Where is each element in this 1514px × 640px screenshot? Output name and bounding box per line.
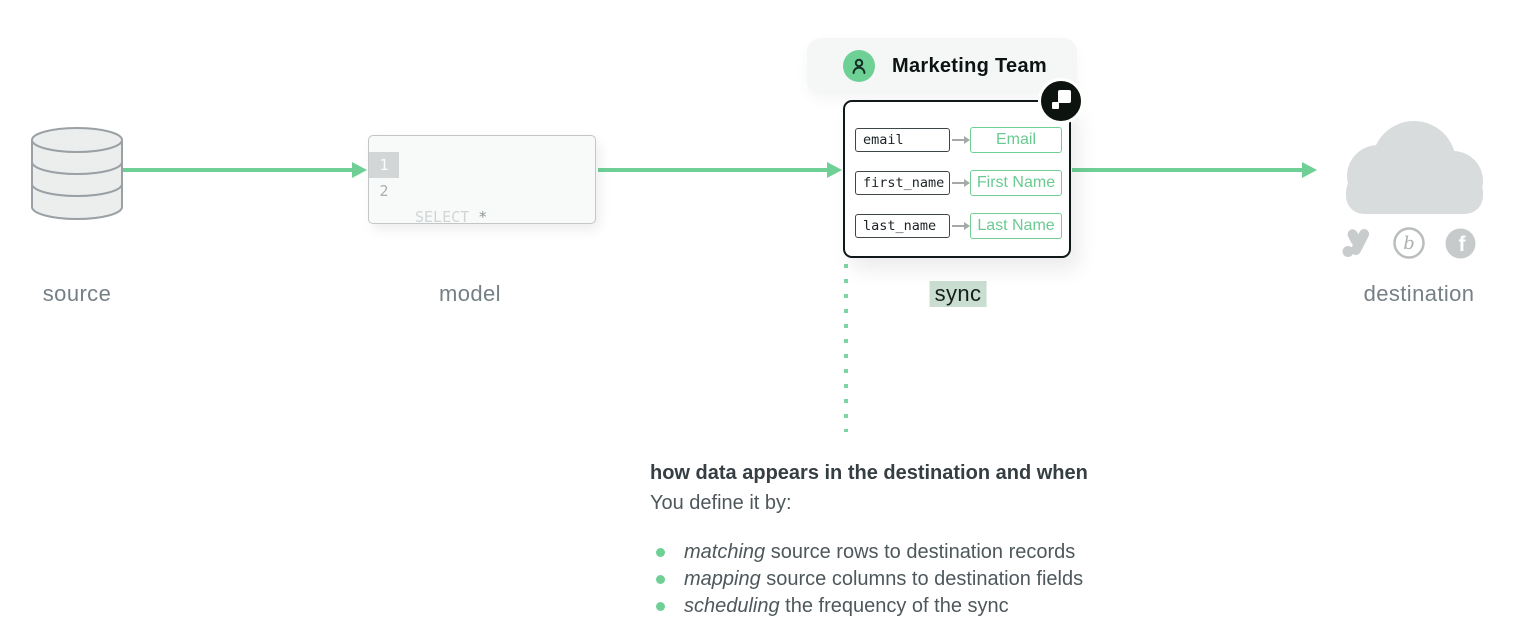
stage-label-source: source xyxy=(42,281,112,306)
bullet-text: mapping source columns to destination fi… xyxy=(684,568,1084,590)
facebook-icon: f xyxy=(1444,227,1477,265)
bullet-text: scheduling the frequency of the sync xyxy=(684,595,1009,617)
sql-code: SELECT * FROM users; xyxy=(399,136,518,223)
line-number-2: 2 xyxy=(379,182,389,200)
arrow-model-to-sync xyxy=(598,168,828,172)
annotation-subheading: You define it by: xyxy=(650,492,792,514)
svg-text:f: f xyxy=(1459,233,1467,256)
mapping-arrow-icon xyxy=(952,139,965,141)
destination-field-box: First Name xyxy=(970,170,1062,196)
stage-label-sync: sync xyxy=(929,281,987,307)
annotation-heading: how data appears in the destination and … xyxy=(650,462,1088,484)
person-icon xyxy=(843,50,875,82)
bullet-dot-icon xyxy=(656,548,665,557)
stage-label-destination: destination xyxy=(1363,281,1475,306)
hightouch-logo-icon xyxy=(1038,78,1084,124)
mapping-arrow-icon xyxy=(952,225,965,227)
cloud-icon xyxy=(1326,118,1488,221)
destination-field-box: Email xyxy=(970,127,1062,153)
sql-model-editor: 1 2 SELECT * FROM users; xyxy=(368,135,596,224)
mapping-row: first_name First Name xyxy=(855,170,1069,196)
dotted-leader-line xyxy=(844,264,848,432)
mapping-row: email Email xyxy=(855,127,1069,153)
sync-mapping-card: email Email first_name First Name last_n… xyxy=(843,100,1071,258)
sync-annotation: how data appears in the destination and … xyxy=(650,462,1088,620)
stage-label-model: model xyxy=(439,281,501,306)
bullet-text: matching source rows to destination reco… xyxy=(684,541,1076,563)
source-column-box: last_name xyxy=(855,214,950,238)
mapping-row: last_name Last Name xyxy=(855,213,1069,239)
mapping-arrow-icon xyxy=(952,182,965,184)
annotation-bullet: scheduling the frequency of the sync xyxy=(650,593,1088,620)
bullet-dot-icon xyxy=(656,575,665,584)
team-name: Marketing Team xyxy=(892,54,1047,77)
source-column-box: first_name xyxy=(855,171,950,195)
arrow-source-to-model xyxy=(120,168,353,172)
sql-line-1: SELECT * xyxy=(415,208,488,224)
team-badge: Marketing Team xyxy=(807,38,1077,94)
annotation-bullet: matching source rows to destination reco… xyxy=(650,539,1088,566)
line-number-1: 1 xyxy=(369,152,399,178)
braze-icon: b xyxy=(1392,226,1426,265)
svg-text:b: b xyxy=(1403,233,1415,254)
source-column-box: email xyxy=(855,128,950,152)
annotation-bullet: mapping source columns to destination fi… xyxy=(650,566,1088,593)
database-icon xyxy=(30,126,124,229)
destination-field-box: Last Name xyxy=(970,213,1062,239)
arrow-sync-to-destination xyxy=(1072,168,1303,172)
line-number-gutter: 1 2 xyxy=(369,136,399,223)
bullet-dot-icon xyxy=(656,602,665,611)
google-ads-icon xyxy=(1341,228,1373,263)
